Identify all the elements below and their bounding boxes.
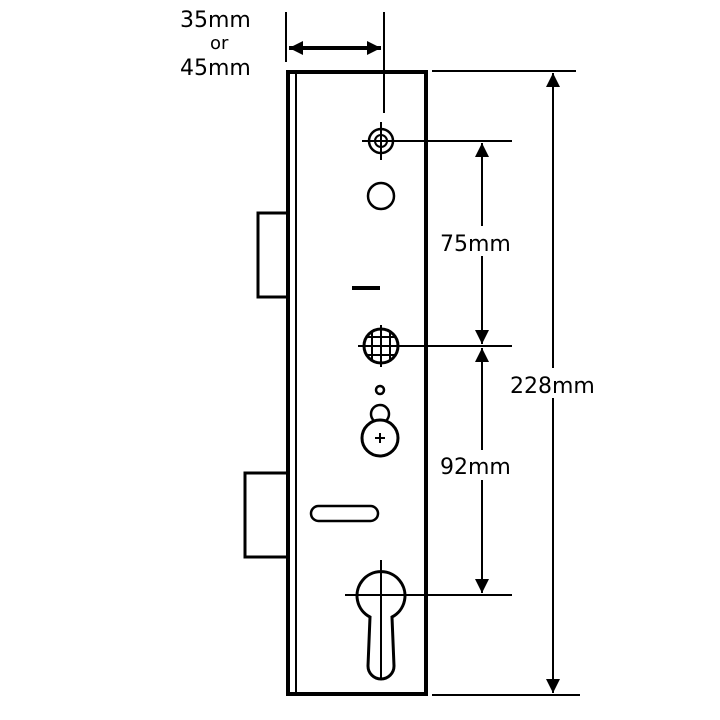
label-bg xyxy=(508,368,606,398)
label-bg xyxy=(438,226,528,256)
oval-slot xyxy=(309,504,380,523)
dimension-75-label: 75mm xyxy=(440,232,511,257)
backset-label-a: 35mm xyxy=(180,8,251,33)
deadbolt-lower xyxy=(243,471,290,559)
small-hole xyxy=(374,384,386,396)
dimension-228-label: 228mm xyxy=(510,374,595,399)
spindle-follower xyxy=(358,325,512,367)
backset-label-or: or xyxy=(210,33,229,54)
round-hole xyxy=(366,181,396,211)
dimension-92-label: 92mm xyxy=(440,455,511,480)
label-bg xyxy=(438,450,528,480)
backset-label-b: 45mm xyxy=(180,56,251,81)
top-screw-hole xyxy=(362,122,512,160)
plus-mark xyxy=(375,433,385,443)
deadbolt-upper xyxy=(256,211,290,299)
